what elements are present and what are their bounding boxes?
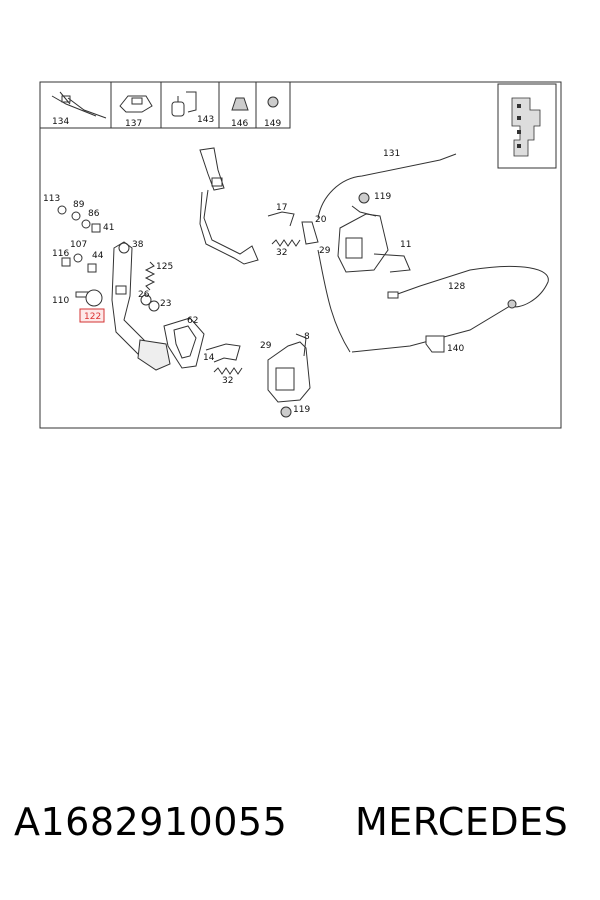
legend-strip bbox=[39, 81, 291, 129]
callout-125: 125 bbox=[156, 262, 173, 272]
spring-125-drawing bbox=[144, 261, 156, 291]
callout-20: 20 bbox=[315, 215, 327, 225]
callout-128: 128 bbox=[448, 282, 465, 292]
callout-14: 14 bbox=[203, 353, 215, 363]
legend-label-149: 149 bbox=[264, 119, 281, 129]
callout-44: 44 bbox=[92, 251, 104, 261]
callout-17: 17 bbox=[276, 203, 287, 213]
callout-23: 23 bbox=[160, 299, 171, 309]
legend-label-134: 134 bbox=[52, 117, 69, 127]
spring-32-lower-drawing bbox=[213, 367, 243, 375]
legend-part-146-drawing bbox=[231, 97, 249, 111]
callout-32-lower: 32 bbox=[222, 376, 233, 386]
callout-62: 62 bbox=[187, 316, 198, 326]
callout-11: 11 bbox=[400, 240, 411, 250]
legend-label-146: 146 bbox=[231, 119, 248, 129]
housing-8-drawing bbox=[267, 333, 311, 418]
callout-38: 38 bbox=[132, 240, 144, 250]
callout-8: 8 bbox=[304, 332, 310, 342]
callout-32-upper: 32 bbox=[276, 248, 287, 258]
callout-140: 140 bbox=[447, 344, 464, 354]
small-parts-left bbox=[57, 205, 160, 312]
legend-part-143-drawing bbox=[171, 91, 197, 117]
diagram-frame bbox=[39, 81, 562, 429]
cable-lower-drawing bbox=[317, 249, 351, 353]
upper-pedal-drawing bbox=[199, 147, 259, 265]
callout-122: 122 bbox=[84, 312, 101, 322]
callout-29-lower: 29 bbox=[260, 341, 272, 351]
bracket-14-drawing bbox=[205, 343, 241, 363]
brake-pedal-drawing bbox=[111, 241, 171, 371]
callout-41: 41 bbox=[103, 223, 114, 233]
callout-29-upper: 29 bbox=[319, 246, 331, 256]
spring-32-upper-drawing bbox=[271, 239, 301, 247]
caption-bar: A1682910055 MERCEDES bbox=[10, 800, 590, 860]
callout-119-upper: 119 bbox=[374, 192, 391, 202]
callout-89: 89 bbox=[73, 200, 85, 210]
callout-110: 110 bbox=[52, 296, 69, 306]
callout-26: 26 bbox=[138, 290, 150, 300]
legend-label-137: 137 bbox=[125, 119, 142, 129]
callout-131: 131 bbox=[383, 149, 400, 159]
lever-62-drawing bbox=[163, 317, 205, 369]
parts-diagram: 134 137 143 146 149 bbox=[39, 81, 562, 429]
legend-part-134-drawing bbox=[51, 91, 107, 119]
callout-113: 113 bbox=[43, 194, 60, 204]
legend-part-137-drawing bbox=[119, 95, 153, 113]
callout-119-lower: 119 bbox=[293, 405, 310, 415]
legend-label-143: 143 bbox=[197, 115, 214, 125]
legend-part-149-drawing bbox=[267, 96, 279, 108]
callout-122-highlight-box bbox=[79, 308, 105, 323]
parts-diagram-svg: 134 137 143 146 149 bbox=[39, 81, 562, 429]
part-number: A1682910055 bbox=[14, 800, 288, 844]
callout-107: 107 bbox=[70, 240, 87, 250]
cable-131-drawing bbox=[317, 153, 457, 219]
cable-clip bbox=[507, 299, 517, 309]
callout-116: 116 bbox=[52, 249, 69, 259]
bracket-17-drawing bbox=[267, 211, 319, 245]
cable-128-end bbox=[387, 291, 399, 299]
callout-86: 86 bbox=[88, 209, 100, 219]
housing-11-drawing bbox=[337, 192, 411, 273]
shift-pattern-inset bbox=[497, 83, 557, 169]
brand-name: MERCEDES bbox=[355, 800, 569, 844]
part-140-drawing bbox=[425, 335, 445, 353]
